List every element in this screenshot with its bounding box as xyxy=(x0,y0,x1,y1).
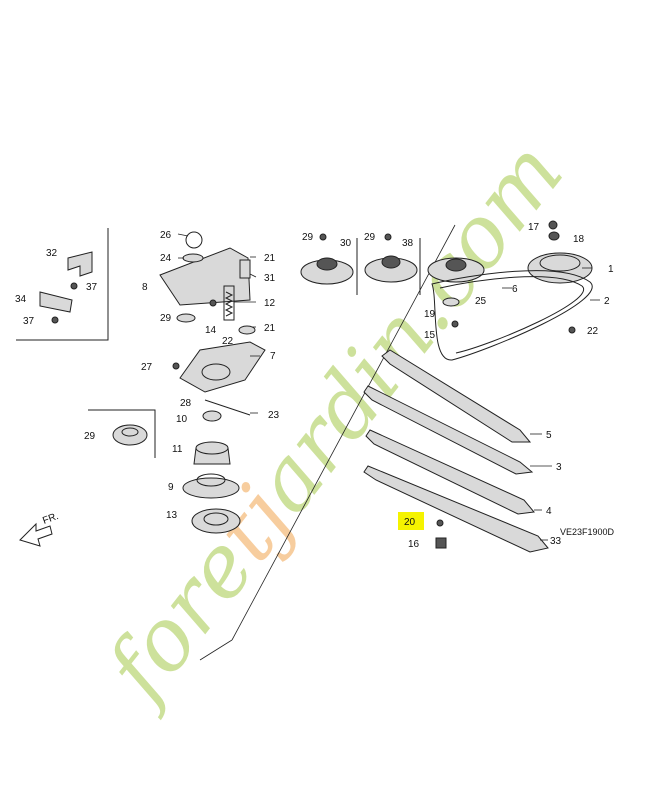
callout-21-lower: 21 xyxy=(264,323,276,334)
callout-33: 33 xyxy=(550,536,562,547)
callout-23: 22 xyxy=(587,326,599,337)
callout-26: 25 xyxy=(475,296,487,307)
callout-16: 16 xyxy=(408,539,420,550)
callout-31: 31 xyxy=(264,273,276,284)
callout-29-mid: 29 xyxy=(302,232,314,243)
callout-17: 17 xyxy=(528,222,540,233)
callout-11: 11 xyxy=(172,444,183,455)
callout-38: 38 xyxy=(402,238,414,249)
direction-label: FR. xyxy=(41,511,60,527)
callout-35: 34 xyxy=(15,294,27,305)
arrow-left-icon xyxy=(19,522,53,547)
callout-2: 2 xyxy=(604,296,610,307)
brake-arm-7 xyxy=(172,341,266,416)
drive-pulley-and-belt xyxy=(431,220,593,361)
callout-5: 5 xyxy=(546,430,552,441)
callout-4: 4 xyxy=(546,506,552,517)
callout-37-upper: 37 xyxy=(86,282,98,293)
callout-29-right: 29 xyxy=(364,232,376,243)
callout-30: 29 xyxy=(160,313,172,324)
callout-19: 19 xyxy=(424,309,436,320)
callout-24: 23 xyxy=(268,410,280,421)
callout-20-highlight xyxy=(398,512,424,530)
callout-27: 26 xyxy=(160,230,172,241)
leader-lines xyxy=(177,233,600,541)
callout-32: 29 xyxy=(84,431,96,442)
callout-9: 9 xyxy=(168,482,174,493)
callout-18: 18 xyxy=(573,234,585,245)
group-brackets xyxy=(16,224,456,661)
bracket-assembly-8 xyxy=(159,231,256,335)
callout-8: 8 xyxy=(142,282,148,293)
callout-13: 13 xyxy=(166,510,178,521)
front-direction-arrow: FR. xyxy=(19,511,60,547)
callout-14: 14 xyxy=(205,325,217,336)
callout-1: 1 xyxy=(608,264,614,275)
callout-21-upper: 21 xyxy=(264,253,276,264)
callout-15: 15 xyxy=(424,330,436,341)
pulley-assemblies xyxy=(300,233,485,307)
callout-34: 30 xyxy=(340,238,352,249)
drawing-code: VE23F1900D xyxy=(560,527,615,537)
callout-25: 24 xyxy=(160,253,172,264)
callout-28: 27 xyxy=(141,362,153,373)
blade-hub-stack xyxy=(112,410,241,534)
mower-blades xyxy=(363,349,549,553)
bracket-assembly-left xyxy=(39,251,93,324)
callout-3: 3 xyxy=(556,462,562,473)
callout-7: 7 xyxy=(270,351,276,362)
callout-22: 22 xyxy=(222,336,234,347)
callout-12: 12 xyxy=(264,298,276,309)
callout-6: 6 xyxy=(512,284,518,295)
callout-20: 20 xyxy=(404,517,416,528)
callout-10: 10 xyxy=(176,414,188,425)
callout-37-lower: 37 xyxy=(23,316,35,327)
callout-labels: 32 37 34 37 8 26 24 21 31 12 21 29 14 22… xyxy=(15,222,615,550)
callout-36: 32 xyxy=(46,248,58,259)
callout-29-left: 28 xyxy=(180,398,192,409)
